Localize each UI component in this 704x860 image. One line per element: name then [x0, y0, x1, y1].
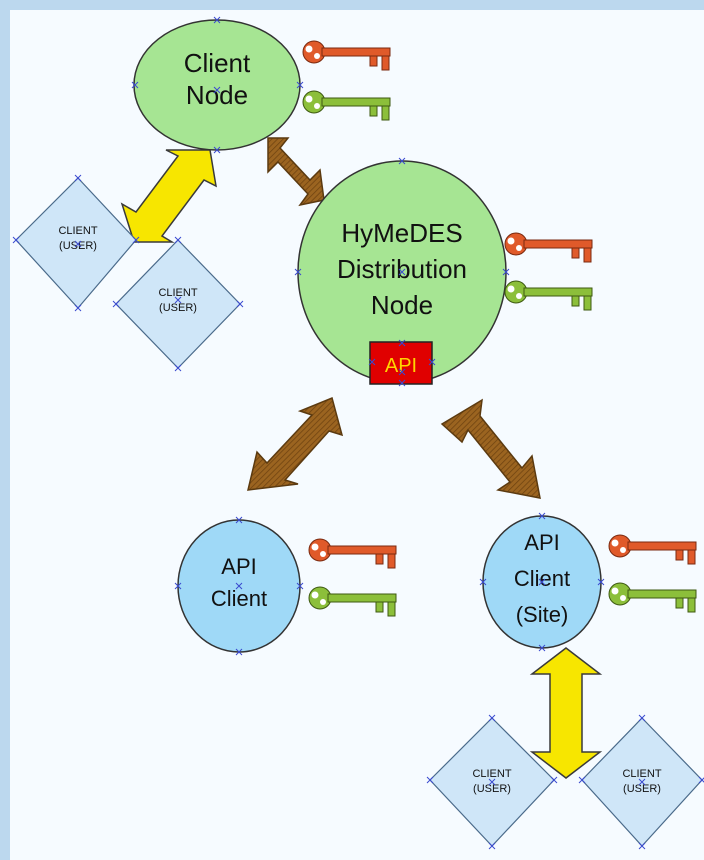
handle-mark: [74, 240, 82, 248]
handle-mark: [638, 842, 646, 850]
handle-mark: [174, 364, 182, 372]
handle-mark: [538, 578, 546, 586]
handle-mark: [398, 339, 406, 347]
user-diamond-1-label-1: CLIENT: [58, 225, 97, 237]
api-badge-label: API: [385, 355, 417, 377]
user-diamond-1[interactable]: CLIENT (USER): [15, 177, 137, 309]
client-node-label-1: Client: [184, 48, 251, 78]
double-arrow-distribution-api-client: [247, 396, 344, 491]
handle-mark: [488, 778, 496, 786]
handle-mark: [398, 368, 406, 376]
handle-mark: [132, 236, 140, 244]
handle-mark: [213, 86, 221, 94]
user-diamond-2-label-1: CLIENT: [158, 287, 197, 299]
handle-mark: [638, 778, 646, 786]
user-diamond-2-label-2: (USER): [159, 302, 197, 314]
handle-mark: [74, 304, 82, 312]
red-key-icon: [504, 232, 593, 263]
green-key-icon: [308, 586, 397, 617]
api-client-site-label-2: Client: [514, 566, 570, 591]
double-arrow-client-node-users: [120, 149, 217, 243]
handle-mark: [174, 582, 182, 590]
handle-mark: [296, 81, 304, 89]
handle-mark: [294, 268, 302, 276]
handle-mark: [131, 81, 139, 89]
red-key-icon: [308, 538, 397, 569]
user-diamond-1-label-2: (USER): [59, 240, 97, 252]
user-diamond-2[interactable]: CLIENT (USER): [115, 239, 241, 369]
handle-mark: [550, 776, 558, 784]
handle-mark: [112, 300, 120, 308]
red-key-icon: [608, 534, 697, 565]
handle-mark: [213, 16, 221, 24]
user-diamond-3-label-1: CLIENT: [472, 768, 511, 780]
handle-mark: [638, 714, 646, 722]
handle-mark: [479, 578, 487, 586]
api-client-label-1: API: [221, 554, 256, 579]
user-diamond-3-label-2: (USER): [473, 783, 511, 795]
double-arrow-client-node-distribution: [267, 137, 325, 207]
red-key-icon: [302, 40, 391, 71]
handle-mark: [597, 578, 605, 586]
handle-mark: [235, 582, 243, 590]
handle-mark: [578, 776, 586, 784]
handle-mark: [236, 300, 244, 308]
double-arrow-api-site-users: [529, 647, 603, 779]
handle-mark: [502, 268, 510, 276]
distribution-node-label-2: Distribution: [337, 254, 467, 284]
api-client-site-label-1: API: [524, 530, 559, 555]
double-arrow-distribution-api-site: [440, 398, 541, 499]
handle-mark: [398, 157, 406, 165]
architecture-diagram: Client Node HyMeDES Distribution Node AP…: [12, 16, 704, 850]
green-key-icon: [608, 582, 697, 613]
handle-mark: [428, 358, 436, 366]
client-node-label-2: Node: [186, 80, 248, 110]
client-node[interactable]: Client Node: [133, 19, 301, 151]
selection-handles: [12, 16, 704, 850]
handle-mark: [538, 644, 546, 652]
handle-mark: [174, 296, 182, 304]
handle-mark: [398, 379, 406, 387]
handle-mark: [488, 842, 496, 850]
handle-mark: [368, 358, 376, 366]
user-diamond-4-label-2: (USER): [623, 783, 661, 795]
handle-mark: [213, 146, 221, 154]
handle-mark: [235, 516, 243, 524]
green-key-icon: [504, 280, 593, 311]
handle-mark: [12, 236, 20, 244]
green-key-icon: [302, 90, 391, 121]
handle-mark: [698, 776, 704, 784]
handle-mark: [296, 582, 304, 590]
handle-mark: [538, 512, 546, 520]
handle-mark: [398, 268, 406, 276]
diagram-canvas: Client Node HyMeDES Distribution Node AP…: [10, 10, 704, 860]
handle-mark: [426, 776, 434, 784]
handle-mark: [174, 236, 182, 244]
user-diamond-4-label-1: CLIENT: [622, 768, 661, 780]
distribution-node-label-3: Node: [371, 290, 433, 320]
handle-mark: [488, 714, 496, 722]
handle-mark: [74, 174, 82, 182]
api-client-label-2: Client: [211, 586, 267, 611]
api-badge[interactable]: API: [369, 341, 433, 385]
handle-mark: [235, 648, 243, 656]
api-client-site-label-3: (Site): [516, 602, 569, 627]
distribution-node-label-1: HyMeDES: [341, 218, 462, 248]
